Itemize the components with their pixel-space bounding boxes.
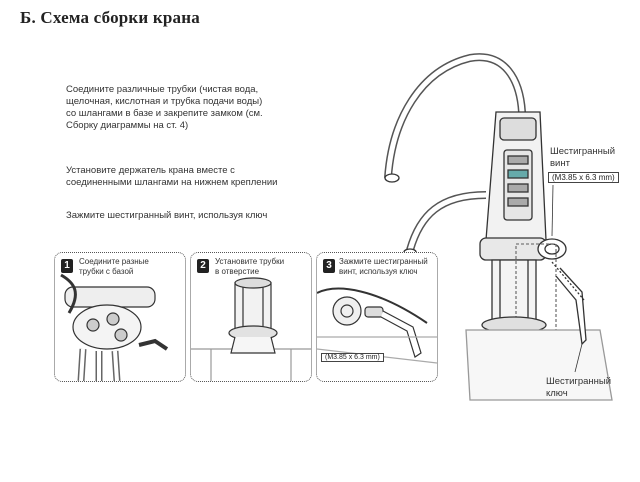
panel-caption-1: Соедините разные трубки с базой: [79, 257, 149, 276]
assembly-panel-2: 2 Установите трубки в отверстие: [190, 252, 312, 382]
step-number-badge-3: 3: [323, 259, 335, 273]
step-text-3: Зажмите шестигранный винт, используя клю…: [66, 210, 268, 221]
step-number-badge-1: 1: [61, 259, 73, 273]
step-number-badge-2: 2: [197, 259, 209, 273]
hex-screw-spec: (M3.85 x 6.3 mm): [548, 172, 619, 183]
hex-screw-tightening-illustration: [317, 287, 437, 364]
panel-caption-3: Зажмите шестигранный винт, используя клю…: [339, 257, 428, 276]
panel-caption-2: Установите трубки в отверстие: [215, 257, 285, 276]
tube-insertion-illustration: [191, 277, 311, 381]
step-text-2: Установите держатель крана вместе с соед…: [66, 165, 278, 188]
hex-key-callout: Шестигранный ключ: [546, 376, 612, 399]
hex-screw-callout: Шестигранный винт: [550, 146, 616, 169]
page-title: Б. Схема сборки крана: [20, 8, 200, 27]
base-connectors-illustration: [60, 273, 169, 381]
assembly-panel-1: 1 Соедините разные трубки с базой: [54, 252, 186, 382]
assembly-panel-3: 3 Зажмите шестигранный винт, используя к…: [316, 252, 438, 382]
step-text-1: Соедините различные трубки (чистая вода,…: [66, 84, 263, 131]
panel-3-spec: (M3.85 x 6.3 mm): [321, 353, 384, 362]
